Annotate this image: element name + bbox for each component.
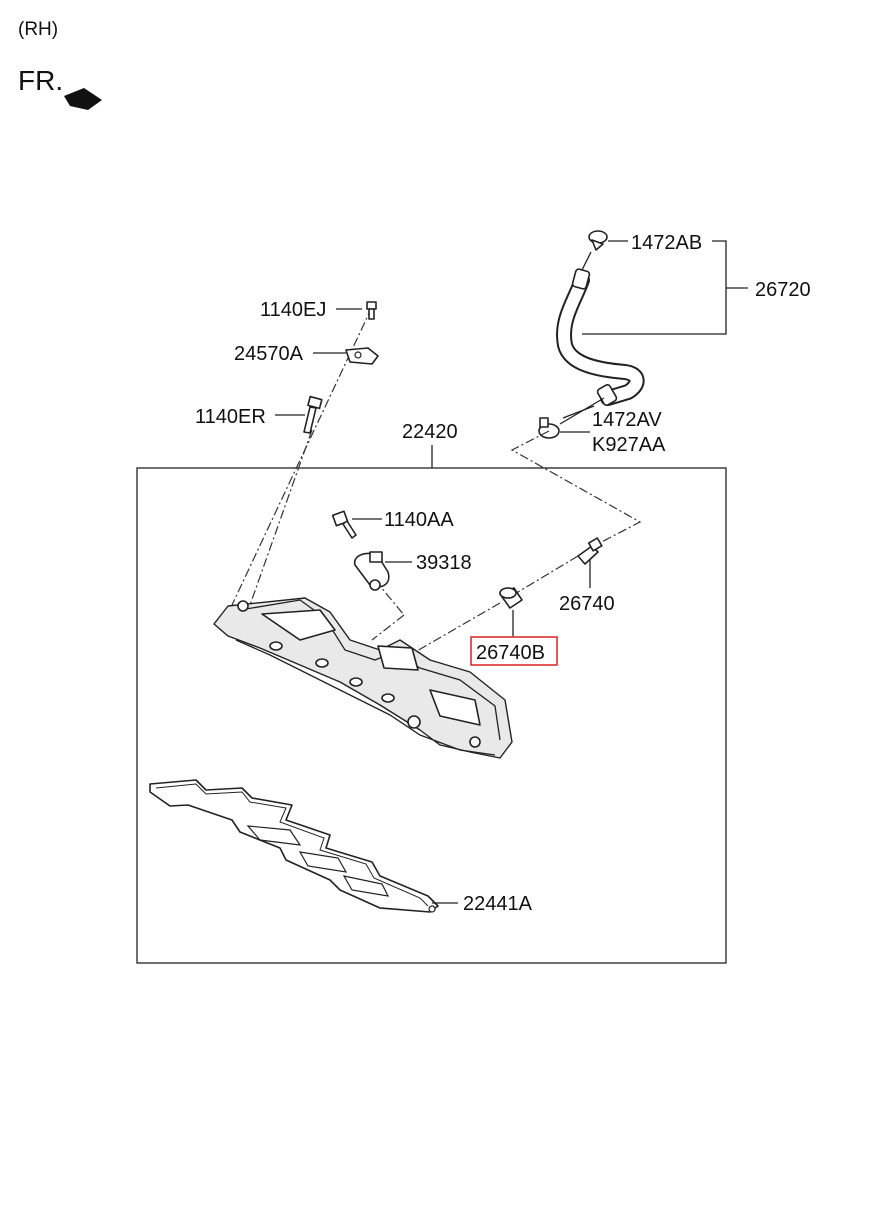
- label-1140ej: 1140EJ: [260, 299, 326, 321]
- label-39318: 39318: [416, 552, 472, 574]
- label-22420: 22420: [402, 421, 458, 443]
- bolt-1140er[interactable]: [303, 395, 323, 434]
- sensor-39318[interactable]: [353, 551, 390, 591]
- label-1140er: 1140ER: [195, 406, 266, 428]
- label-26740: 26740: [559, 593, 615, 615]
- bracket-24570a[interactable]: [345, 347, 379, 365]
- front-arrow-icon: [64, 88, 102, 110]
- rocker-cover-22420[interactable]: [213, 597, 513, 759]
- gasket-22441a[interactable]: [149, 779, 439, 913]
- label-26720: 26720: [755, 279, 811, 301]
- label-24570a: 24570A: [234, 343, 304, 365]
- highlight-box: [470, 636, 558, 666]
- grommet-26740b[interactable]: [499, 587, 523, 609]
- clip-1472ab[interactable]: [588, 230, 608, 251]
- bolt-1140aa[interactable]: [331, 510, 357, 539]
- pcv-valve-26740[interactable]: [577, 537, 603, 565]
- side-label: (RH): [18, 19, 58, 40]
- front-label: FR.: [18, 65, 63, 96]
- label-26740b[interactable]: 26740B: [476, 642, 545, 664]
- label-22441a: 22441A: [463, 893, 533, 915]
- bolt-1140ej[interactable]: [366, 301, 377, 320]
- label-k927aa: K927AA: [592, 434, 666, 456]
- label-1472ab: 1472AB: [631, 232, 702, 254]
- hose-assembly[interactable]: [556, 268, 645, 406]
- label-1472av: 1472AV: [592, 409, 662, 431]
- label-1140aa: 1140AA: [384, 509, 454, 531]
